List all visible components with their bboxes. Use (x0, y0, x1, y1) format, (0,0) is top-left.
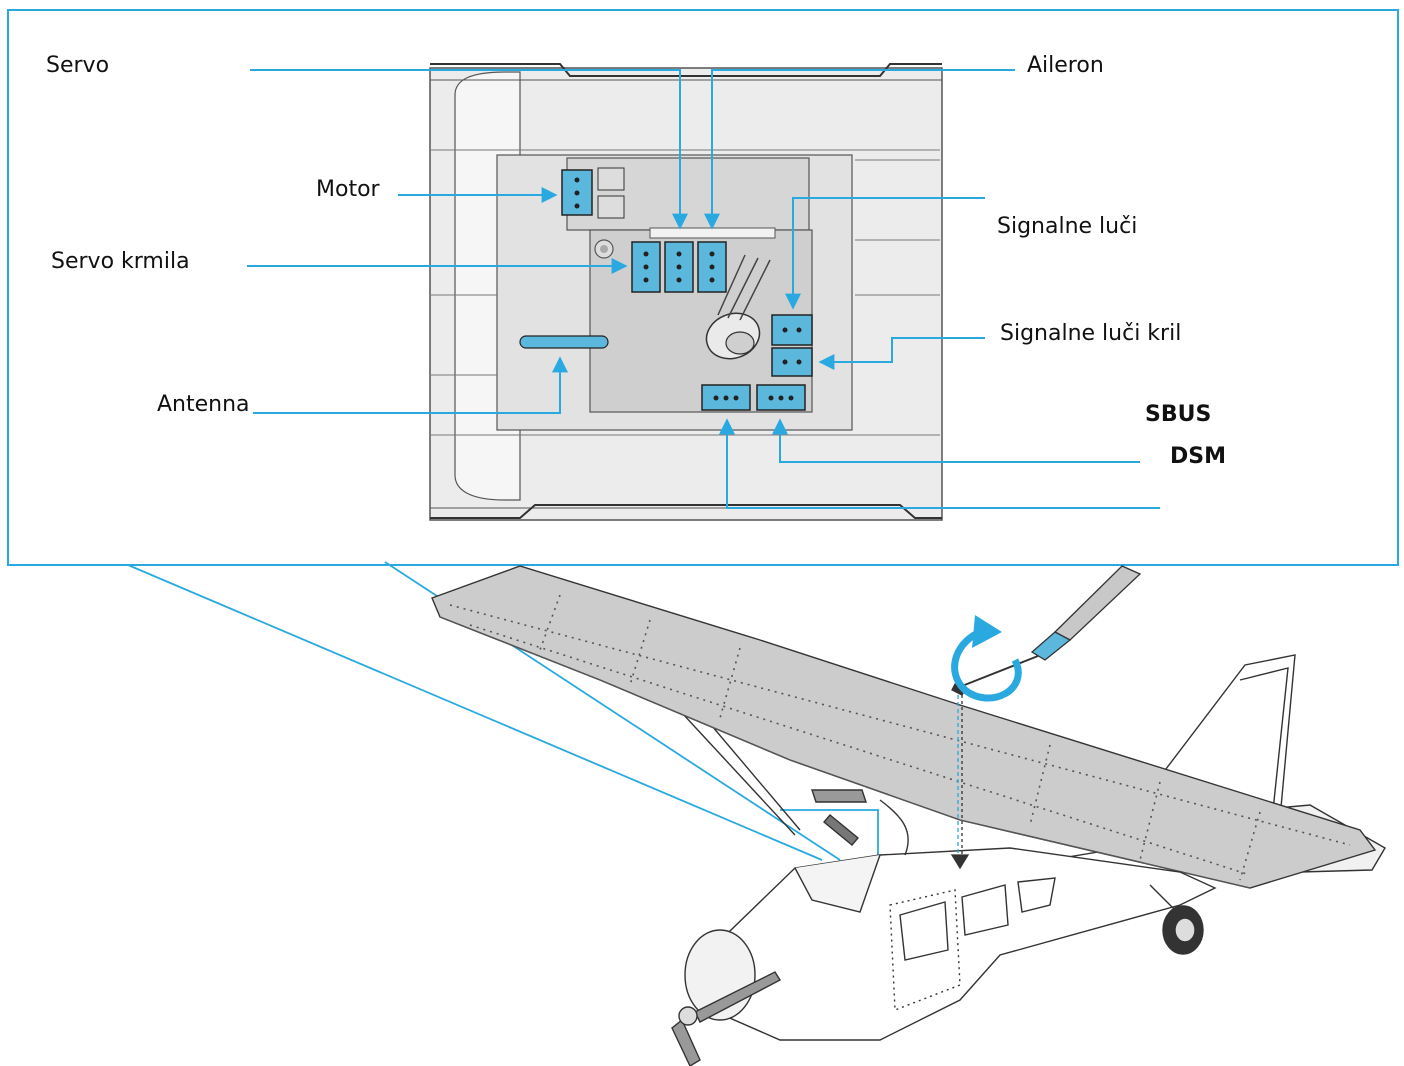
aileron-leader (704, 69, 1015, 230)
signal-lights-connector (771, 314, 813, 346)
label-dsm: DSM (1170, 444, 1226, 469)
motor-connector (561, 167, 625, 219)
label-sbus: SBUS (1145, 402, 1211, 427)
label-servo-krmila: Servo krmila (51, 249, 190, 274)
dsm-leader (772, 418, 1140, 463)
label-signalne-luci: Signalne luči (997, 214, 1137, 239)
label-motor: Motor (316, 177, 381, 202)
antenna-leader (253, 356, 568, 414)
sbus-connector (701, 384, 751, 411)
label-servo: Servo (46, 53, 109, 78)
label-antenna: Antenna (157, 392, 250, 417)
sbus-leader (719, 418, 1160, 509)
rotate-arrow-icon (951, 615, 1022, 702)
wing-lights-connector (771, 347, 813, 377)
leader-lines (247, 69, 1160, 509)
servo-krmila-connector (631, 241, 661, 293)
signalne-luci-kril-leader (818, 337, 985, 370)
dsm-connector (756, 384, 806, 411)
label-signalne-luci-kril: Signalne luči kril (1000, 321, 1181, 346)
servo-connector (664, 241, 694, 293)
antenna-wire (519, 335, 609, 349)
aileron-connector (697, 241, 727, 293)
signalne-luci-leader (785, 197, 985, 310)
servo-leader (250, 69, 688, 230)
label-aileron: Aileron (1027, 53, 1104, 78)
airplane-illustration (431, 565, 1386, 1066)
